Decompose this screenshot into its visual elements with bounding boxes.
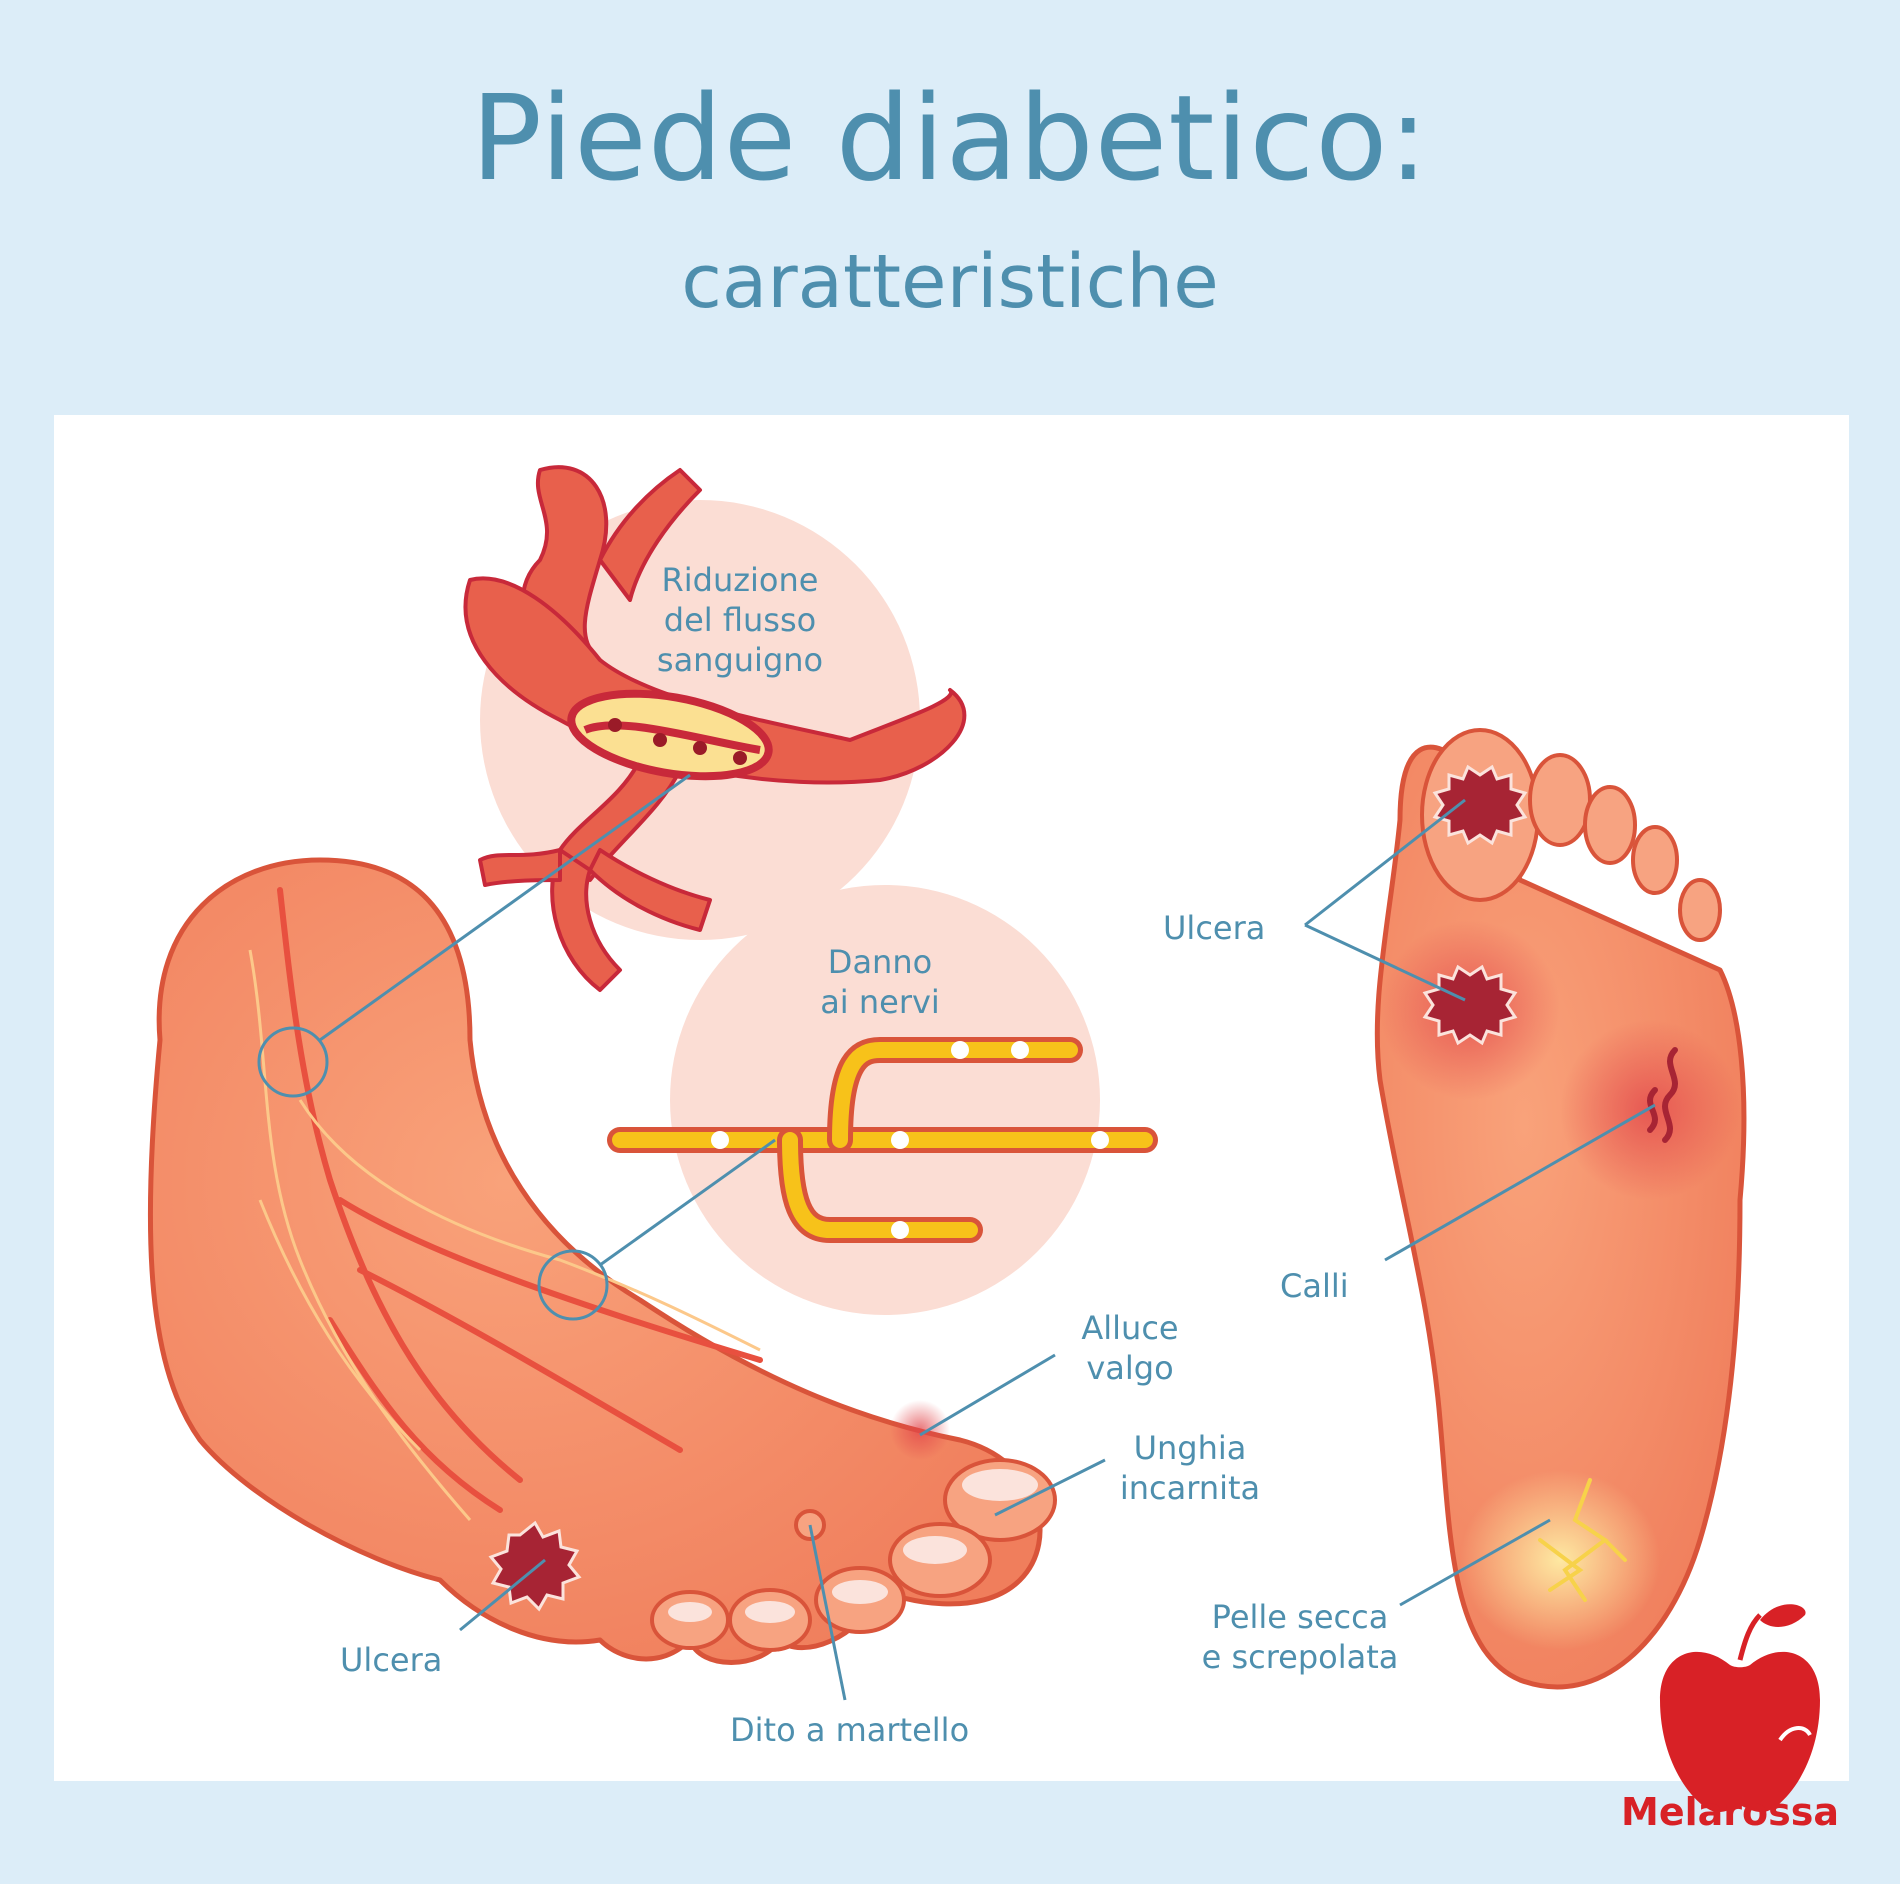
brand-name: Melarossa bbox=[1621, 1790, 1839, 1834]
label-ulcer-left: Ulcera bbox=[340, 1641, 443, 1679]
label-ulcer-right: Ulcera bbox=[1163, 909, 1266, 947]
label-hammer-toe: Dito a martello bbox=[730, 1711, 970, 1749]
ulcer-big-toe bbox=[1432, 764, 1528, 846]
label-nerve-damage: Danno ai nervi bbox=[820, 943, 940, 1021]
side-foot bbox=[147, 857, 1043, 1665]
label-bunion: Alluce valgo bbox=[1081, 1309, 1179, 1387]
toe-4 bbox=[1631, 825, 1679, 895]
label-dry-skin: Pelle secca e screpolata bbox=[1201, 1598, 1399, 1676]
apple-logo bbox=[1660, 1604, 1820, 1813]
label-calluses: Calli bbox=[1280, 1267, 1349, 1305]
calluses-marks bbox=[1647, 1047, 1678, 1143]
nerve-backdrop bbox=[670, 885, 1100, 1315]
toe-3 bbox=[1583, 785, 1637, 865]
veins bbox=[277, 887, 763, 1513]
page-subtitle: caratteristiche bbox=[681, 239, 1219, 325]
toe-5 bbox=[1678, 878, 1722, 942]
page-title: Piede diabetico: bbox=[470, 69, 1430, 207]
ulcer-sole bbox=[1422, 964, 1518, 1046]
nerves-in-foot bbox=[248, 949, 761, 1521]
label-blood-flow: Riduzione del flusso sanguigno bbox=[656, 561, 824, 679]
callout-lines bbox=[257, 773, 1656, 1701]
dry-skin-cracks bbox=[1538, 1478, 1627, 1602]
nerve-graphic bbox=[607, 1037, 1158, 1243]
label-ingrown-nail: Unghia incarnita bbox=[1119, 1429, 1261, 1507]
toe-2 bbox=[1528, 753, 1592, 847]
